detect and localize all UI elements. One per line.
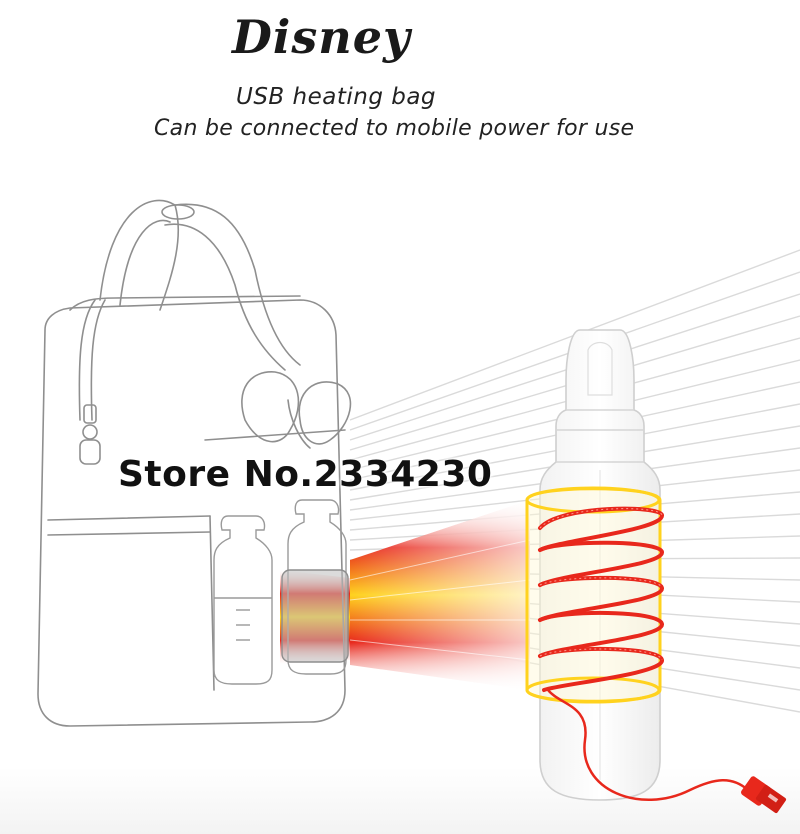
baby-bottle-large-icon	[539, 329, 661, 801]
brand-logo: Disney	[232, 10, 411, 64]
usb-plug-icon	[741, 776, 787, 814]
baby-bottle-icon	[213, 499, 349, 685]
store-watermark: Store No.2334230	[118, 454, 493, 495]
backpack-outline-icon	[37, 199, 352, 727]
headline-subtitle: Can be connected to mobile power for use	[154, 116, 635, 141]
headline-title: USB heating bag	[236, 84, 437, 110]
heating-sleeve	[525, 486, 664, 704]
usb-cable	[546, 688, 750, 802]
